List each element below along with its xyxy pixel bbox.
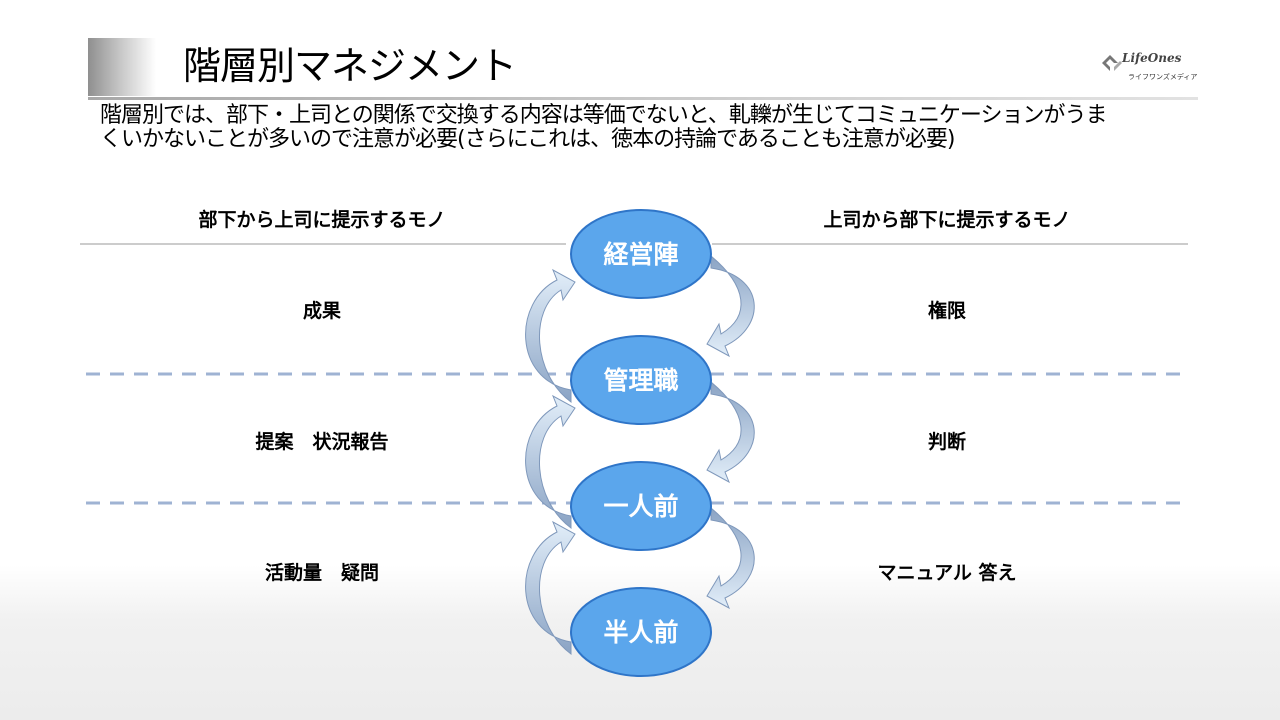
title-accent-block <box>88 38 156 96</box>
level-node-1 <box>570 209 712 299</box>
level-node-label-4: 半人前 <box>603 618 678 647</box>
level-node-label-3: 一人前 <box>603 492 678 521</box>
row-1-right-label: 権限 <box>927 300 966 322</box>
row-1-left-label: 成果 <box>302 300 341 322</box>
intro-line-2: くいかないことが多いので注意が必要(さらにこれは、徳本の持論であることも注意が必… <box>100 127 956 152</box>
logo-name: LifeOnes <box>1122 51 1182 65</box>
row-3-left-label: 活動量 疑問 <box>264 562 379 584</box>
title-underline <box>88 97 1198 100</box>
row-2-left-label: 提案 状況報告 <box>255 431 389 453</box>
row-2-right-label: 判断 <box>927 431 966 453</box>
logo-subtitle: ライフワンズメディア <box>1128 73 1198 81</box>
curved-arrow-down-icon <box>706 506 755 610</box>
row-3-right-label: マニュアル 答え <box>877 562 1017 584</box>
curved-arrow-up-icon <box>525 520 576 655</box>
curved-arrow-up-icon <box>525 268 576 403</box>
logo: LifeOnes ライフワンズメディア <box>1100 51 1198 89</box>
curved-arrow-down-icon <box>706 254 755 358</box>
level-node-2 <box>570 335 712 425</box>
page-title: 階層別マネジメント <box>183 44 517 88</box>
level-node-3 <box>570 461 712 551</box>
level-node-label-1: 経営陣 <box>603 240 678 269</box>
intro-line-1: 階層別では、部下・上司との関係で交換する内容は等価でないと、軋轢が生じてコミュニ… <box>100 103 1107 128</box>
level-node-label-2: 管理職 <box>603 366 678 395</box>
logo-diamond-icon <box>1102 55 1122 71</box>
curved-arrow-down-icon <box>706 380 755 484</box>
level-node-4 <box>570 587 712 677</box>
curved-arrow-up-icon <box>525 394 576 529</box>
intro-paragraph: 階層別では、部下・上司との関係で交換する内容は等価でないと、軋轢が生じてコミュニ… <box>100 104 1200 152</box>
right-column-header: 上司から部下に提示するモノ <box>823 209 1071 231</box>
left-column-header: 部下から上司に提示するモノ <box>198 209 446 231</box>
